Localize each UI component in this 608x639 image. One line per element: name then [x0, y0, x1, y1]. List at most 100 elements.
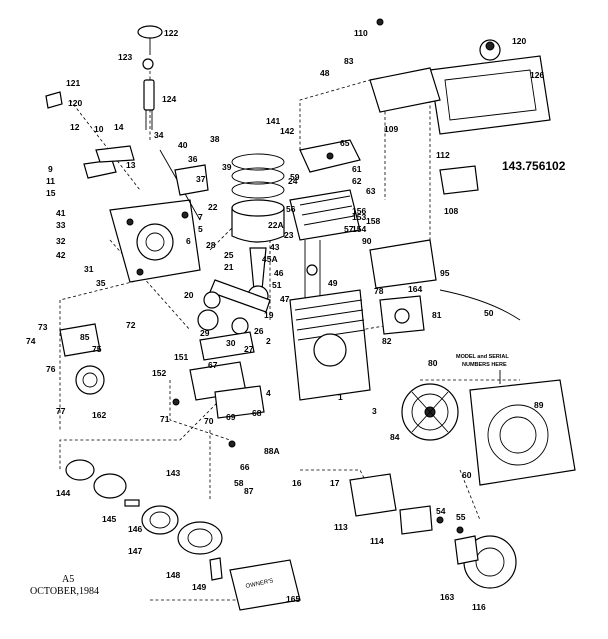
callout-39: 39 — [222, 162, 232, 172]
callout-21: 21 — [224, 262, 234, 272]
model-number: 143.756102 — [502, 159, 566, 173]
callout-120: 120 — [68, 98, 82, 108]
callout-123: 123 — [118, 52, 132, 62]
callout-6: 6 — [186, 236, 191, 246]
callout-62: 62 — [352, 176, 362, 186]
model-note-line1: MODEL and SERIAL — [456, 354, 509, 360]
callout-72: 72 — [126, 320, 136, 330]
callout-30: 30 — [226, 338, 236, 348]
callout-20: 20 — [184, 290, 194, 300]
callout-141: 141 — [266, 116, 280, 126]
callout-71: 71 — [160, 414, 170, 424]
callout-73: 73 — [38, 322, 48, 332]
callout-12: 12 — [70, 122, 80, 132]
callout-22A: 22A — [268, 220, 284, 230]
callout-108: 108 — [444, 206, 458, 216]
callout-70: 70 — [204, 416, 214, 426]
callout-146: 147 — [128, 546, 142, 556]
callout-142: 142 — [280, 126, 294, 136]
callout-23: 23 — [284, 230, 294, 240]
callout-48: 48 — [320, 68, 330, 78]
callout-2: 2 — [266, 336, 271, 346]
callout-16: 16 — [292, 478, 302, 488]
callout-32: 32 — [56, 236, 66, 246]
callout-9: 9 — [48, 164, 53, 174]
callout-120-cap: 120 — [512, 36, 526, 46]
callout-33: 33 — [56, 220, 66, 230]
callout-7: 7 — [198, 212, 203, 222]
callout-34: 34 — [154, 130, 164, 140]
callout-121: 121 — [66, 78, 80, 88]
footer-date: OCTOBER,1984 — [30, 586, 99, 597]
callout-labels: 122 123 124 121 120 12 10 14 9 11 13 15 … — [26, 28, 544, 612]
callout-35: 35 — [96, 278, 106, 288]
callout-56: 56 — [286, 204, 296, 214]
callout-68: 68 — [252, 408, 262, 418]
callout-60: 60 — [462, 470, 472, 480]
callout-80: 80 — [428, 358, 438, 368]
callout-116: 116 — [472, 602, 486, 612]
callout-84: 84 — [390, 432, 400, 442]
callout-42: 42 — [56, 250, 66, 260]
callout-147: 148 — [166, 570, 180, 580]
callout-156: 156 — [352, 206, 366, 216]
callout-85: 85 — [80, 332, 90, 342]
callout-58: 58 — [234, 478, 244, 488]
callout-69: 69 — [226, 412, 236, 422]
callout-40: 40 — [178, 140, 188, 150]
callout-143: 143 — [166, 468, 180, 478]
callout-3: 3 — [372, 406, 377, 416]
callout-152: 152 — [152, 368, 166, 378]
callout-74: 74 — [26, 336, 36, 346]
callout-24: 24 — [288, 176, 298, 186]
callout-126: 126 — [530, 70, 544, 80]
callout-13: 13 — [126, 160, 136, 170]
callout-87: 87 — [244, 486, 254, 496]
callout-15: 15 — [46, 188, 56, 198]
model-note-line2: NUMBERS HERE — [462, 362, 507, 368]
callout-14: 14 — [114, 122, 124, 132]
callout-28: 28 — [206, 240, 216, 250]
callout-83: 83 — [344, 56, 354, 66]
callout-50: 50 — [484, 308, 494, 318]
callout-63: 63 — [366, 186, 376, 196]
callout-51: 51 — [272, 280, 282, 290]
callout-88A: 88A — [264, 446, 280, 456]
leader-lines — [59, 60, 520, 601]
callout-164: 164 — [408, 284, 422, 294]
callout-163: 163 — [440, 592, 454, 602]
callout-5: 5 — [198, 224, 203, 234]
callout-148: 149 — [192, 582, 206, 592]
callout-158: 158 — [366, 216, 380, 226]
callout-54: 54 — [436, 506, 446, 516]
callout-77: 77 — [56, 406, 66, 416]
callout-162: 162 — [92, 410, 106, 420]
parts-artwork: OWNER'S — [45, 18, 576, 611]
callout-78: 78 — [374, 286, 384, 296]
callout-145: 145 — [102, 514, 116, 524]
callout-146-small: 146 — [128, 524, 142, 534]
callout-151: 151 — [174, 352, 188, 362]
callout-144: 144 — [56, 488, 70, 498]
callout-57: 57 — [344, 224, 354, 234]
callout-11: 11 — [46, 176, 55, 186]
callout-27: 27 — [244, 344, 254, 354]
footer-page: A5 — [62, 574, 74, 585]
callout-1: 1 — [338, 392, 343, 402]
callout-75: 75 — [92, 344, 102, 354]
callout-38: 38 — [210, 134, 220, 144]
callout-65: 65 — [340, 138, 350, 148]
callout-17: 17 — [330, 478, 340, 488]
manual-cover-text: OWNER'S — [245, 578, 274, 590]
callout-4: 4 — [266, 388, 271, 398]
callout-66: 66 — [240, 462, 250, 472]
callout-154: 154 — [352, 224, 366, 234]
callout-67: 67 — [208, 360, 218, 370]
callout-122: 122 — [164, 28, 178, 38]
callout-124: 124 — [162, 94, 176, 104]
callout-90: 90 — [362, 236, 372, 246]
callout-10: 10 — [94, 124, 104, 134]
callout-31: 31 — [84, 264, 94, 274]
callout-61: 61 — [352, 164, 362, 174]
